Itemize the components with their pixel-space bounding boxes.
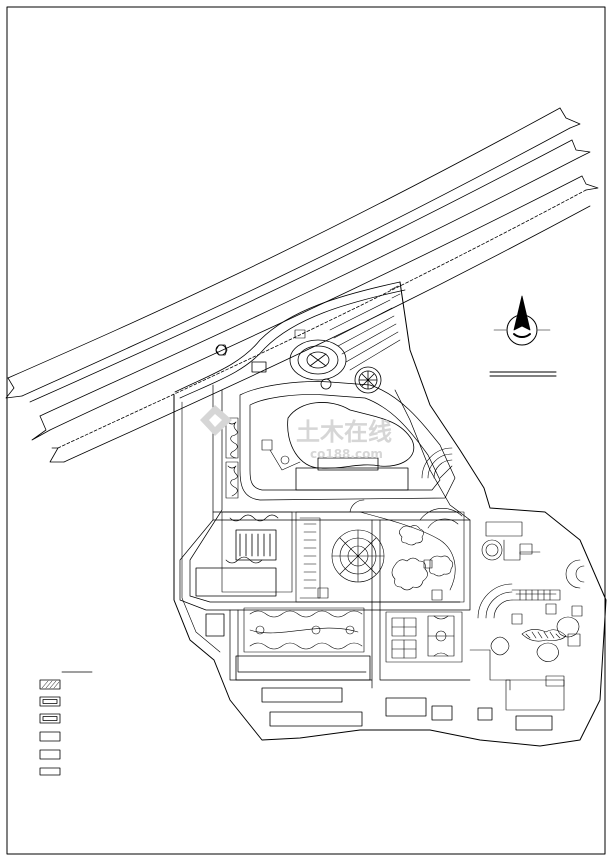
legend-swatch-outline xyxy=(39,749,61,760)
central-garden xyxy=(295,499,465,603)
southwest-garden xyxy=(243,607,365,653)
southeast-garden xyxy=(469,583,583,711)
legend-swatch-double xyxy=(39,696,61,707)
legend-swatch-hatched xyxy=(39,679,61,690)
frontage-road xyxy=(174,281,406,399)
legend-swatch-double xyxy=(39,713,61,724)
main-building xyxy=(287,402,415,491)
legend-swatch-small xyxy=(39,767,61,776)
west-block xyxy=(195,511,293,597)
west-garden-beds xyxy=(225,417,301,499)
site-boundary xyxy=(173,281,607,747)
legend xyxy=(39,671,93,776)
watermark-subtext: co188.com xyxy=(310,447,383,461)
sports-courts xyxy=(385,611,463,663)
legend-swatch-outline xyxy=(39,731,61,742)
highway xyxy=(5,107,599,463)
fan-plaza-ne xyxy=(421,447,453,479)
parking-lot-north xyxy=(294,285,401,371)
watermark-text: 土木在线 xyxy=(296,418,392,446)
watermark-logo: 土木在线 co188.com xyxy=(200,405,392,461)
scale-bar xyxy=(489,371,557,377)
south-buildings xyxy=(205,613,553,731)
east-block xyxy=(481,521,585,589)
north-arrow-icon xyxy=(493,295,551,346)
entrance-plaza xyxy=(251,339,382,394)
drawing-border xyxy=(6,6,606,855)
